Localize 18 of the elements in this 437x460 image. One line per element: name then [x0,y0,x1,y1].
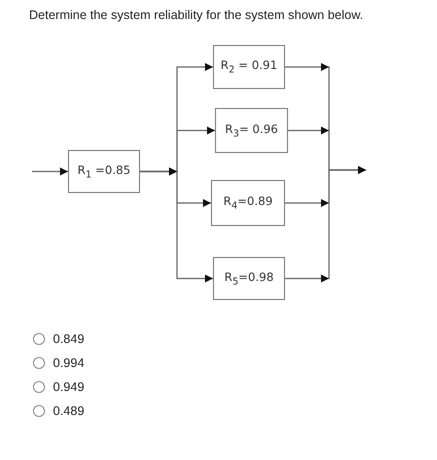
component-box [213,257,285,300]
component-box [213,45,285,89]
question-text: Determine the system reliability for the system shown below. [29,8,364,22]
component-box [215,108,288,153]
component-box [68,150,140,193]
component-label: R$_{4}$=0.89 [223,194,273,212]
component-label: R$_{3}$= 0.96 [224,122,278,140]
connector-arrow [285,166,366,282]
connector-arrow [32,168,68,176]
answer-option: 0.949 [53,380,84,394]
component-label: R$_{5}$=0.98 [224,270,274,288]
answer-option: 0.994 [53,356,84,370]
component-box [211,180,285,226]
answer-option: 0.489 [53,404,84,418]
component-label: R$_{2}$ = 0.91 [220,58,278,76]
component-label: R$_{1}$ =0.85 [77,162,130,180]
answer-option: 0.849 [53,332,84,346]
connector-arrow [140,168,213,282]
